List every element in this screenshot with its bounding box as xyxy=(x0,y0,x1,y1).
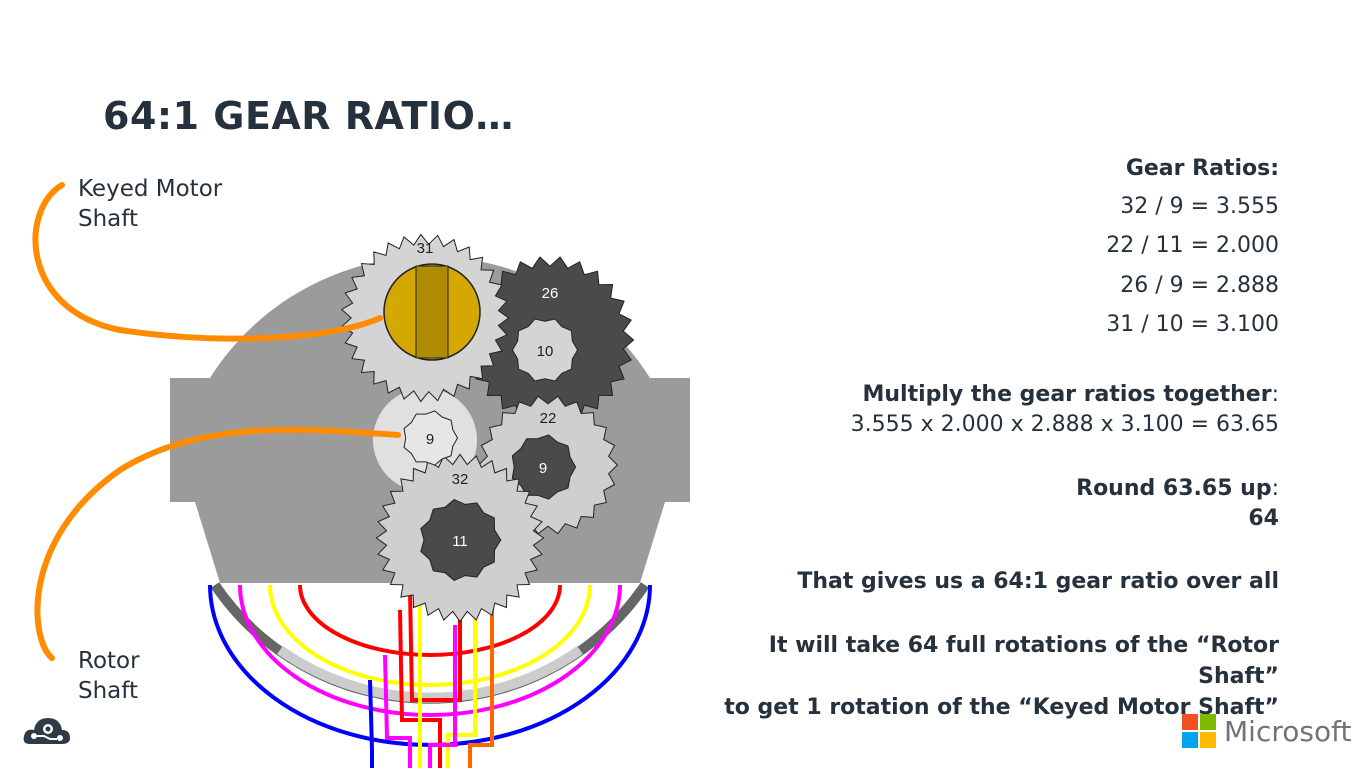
gear-31-label: 31 xyxy=(417,240,434,257)
round-block: Round 63.65 up: 64 xyxy=(1076,474,1279,534)
wire xyxy=(238,584,622,717)
label-line: Rotor xyxy=(78,648,140,674)
gear-32-label: 32 xyxy=(452,471,469,488)
ratio-line: 32 / 9 = 3.555 xyxy=(1120,194,1279,219)
wire xyxy=(408,589,462,702)
round-value: 64 xyxy=(1248,506,1279,531)
label-line: Shaft xyxy=(78,678,138,704)
microsoft-logo-icon xyxy=(1182,714,1216,748)
wire xyxy=(446,590,477,768)
gear-9b xyxy=(511,434,577,500)
colon: : xyxy=(1271,476,1279,501)
cloud-gear-logo-icon xyxy=(23,718,71,744)
gear-ratios-heading: Gear Ratios: xyxy=(1125,156,1279,181)
keyed-motor-shaft-label: Keyed Motor Shaft xyxy=(78,174,222,234)
rotations-line: Shaft” xyxy=(1198,664,1279,689)
overall-ratio-text: That gives us a 64:1 gear ratio over all xyxy=(797,569,1279,594)
gear-26-label: 26 xyxy=(542,285,559,302)
gear-10-label: 10 xyxy=(537,343,554,360)
rotations-text: It will take 64 full rotations of the “R… xyxy=(724,630,1279,723)
shaft-key xyxy=(415,265,449,359)
colon: : xyxy=(1271,382,1279,407)
ratio-line: 26 / 9 = 2.888 xyxy=(1120,273,1279,298)
round-heading: Round 63.65 up xyxy=(1076,476,1272,501)
gear-ratios-block: Gear Ratios: 32 / 9 = 3.555 22 / 11 = 2.… xyxy=(1106,154,1279,340)
housing-rim-inner xyxy=(277,645,583,703)
microsoft-logo: Microsoft xyxy=(1182,714,1351,748)
keyed-shaft-pointer xyxy=(32,182,383,342)
gear-11 xyxy=(420,499,502,581)
rotations-line: It will take 64 full rotations of the “R… xyxy=(768,633,1279,658)
gear-11-label: 11 xyxy=(452,533,468,550)
label-line: Keyed Motor xyxy=(78,176,223,202)
ratio-line: 22 / 11 = 2.000 xyxy=(1106,233,1279,258)
gear-9b-label: 9 xyxy=(539,460,547,477)
label-line: Shaft xyxy=(78,206,138,232)
ratio-line: 31 / 10 = 3.100 xyxy=(1106,312,1279,337)
wire xyxy=(298,584,562,657)
multiply-heading: Multiply the gear ratios together xyxy=(862,382,1272,407)
rotor-shaft-pointer xyxy=(34,426,401,661)
wire xyxy=(383,654,412,768)
slide-title: 64:1 GEAR RATIO… xyxy=(103,94,514,138)
gear-9a xyxy=(403,410,459,466)
gear-22-label: 22 xyxy=(540,410,557,427)
gear-10 xyxy=(511,318,579,382)
wire xyxy=(428,625,457,768)
microsoft-wordmark: Microsoft xyxy=(1224,714,1352,748)
gear-9a-label: 9 xyxy=(426,431,434,448)
wire xyxy=(268,584,592,687)
multiply-equation: 3.555 x 2.000 x 2.888 x 3.100 = 63.65 xyxy=(850,412,1279,437)
wire xyxy=(468,590,494,768)
rotor-shaft-label: Rotor Shaft xyxy=(78,646,140,706)
multiply-block: Multiply the gear ratios together: 3.555… xyxy=(851,380,1279,440)
wire xyxy=(368,679,374,751)
